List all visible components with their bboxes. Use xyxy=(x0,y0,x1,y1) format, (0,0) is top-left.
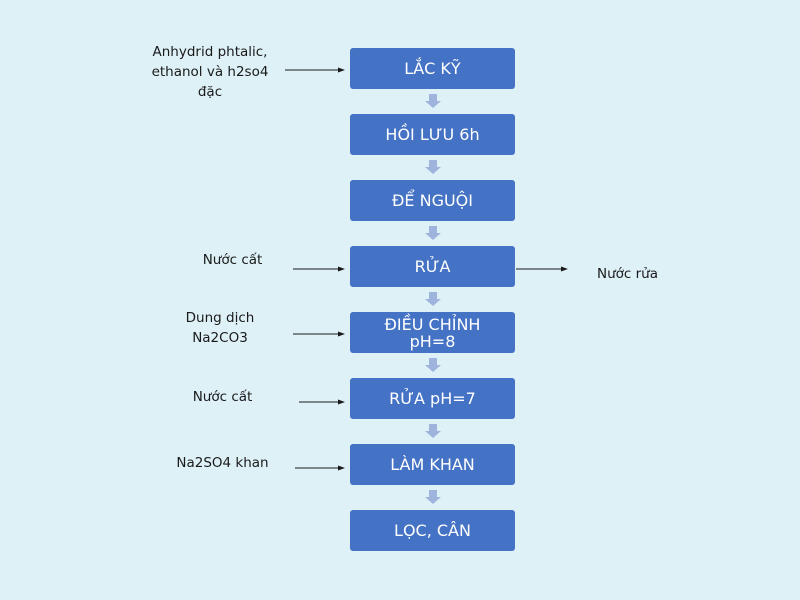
down-arrow-icon xyxy=(425,292,441,306)
step-box-rua: RỬA xyxy=(350,246,515,287)
input-label-nuoc-cat: Nước cất xyxy=(202,252,263,268)
step-label: LỌC, CÂN xyxy=(394,521,471,540)
down-arrow-icon xyxy=(425,424,441,438)
down-arrow-icon xyxy=(425,94,441,108)
down-arrow-icon xyxy=(425,490,441,504)
step-box-dieu-chinh: ĐIỀU CHỈNH pH=8 xyxy=(350,312,515,353)
down-arrow-icon xyxy=(425,226,441,240)
input-label-na2co3: Dung dịch Na2CO3 xyxy=(185,310,255,346)
input-arrow-icon xyxy=(299,398,345,406)
step-label: ĐỂ NGUỘI xyxy=(392,191,473,210)
input-label-nuoc-cat-2: Nước cất xyxy=(192,389,253,405)
output-arrow-icon xyxy=(516,265,568,273)
step-box-de-nguoi: ĐỂ NGUỘI xyxy=(350,180,515,221)
output-label-nuoc-rua: Nước rửa xyxy=(596,266,658,282)
step-box-hoi-luu: HỒI LƯU 6h xyxy=(350,114,515,155)
step-box-lam-khan: LÀM KHAN xyxy=(350,444,515,485)
input-arrow-icon xyxy=(285,66,345,74)
input-arrow-icon xyxy=(295,464,345,472)
step-label: RỬA xyxy=(414,257,451,276)
input-arrow-icon xyxy=(293,330,345,338)
down-arrow-icon xyxy=(425,160,441,174)
step-label: ĐIỀU CHỈNH pH=8 xyxy=(384,314,481,351)
step-label: LÀM KHAN xyxy=(390,455,475,474)
input-label-reagents: Anhydrid phtalic, ethanol và h2so4 đặc xyxy=(151,44,269,100)
input-label-na2so4: Na2SO4 khan xyxy=(176,455,269,471)
down-arrow-icon xyxy=(425,358,441,372)
input-arrow-icon xyxy=(293,265,345,273)
step-label: HỒI LƯU 6h xyxy=(385,125,480,144)
step-label: RỬA pH=7 xyxy=(389,389,476,408)
step-box-loc-can: LỌC, CÂN xyxy=(350,510,515,551)
step-label: LẮC KỸ xyxy=(404,59,461,78)
step-box-rua-ph7: RỬA pH=7 xyxy=(350,378,515,419)
step-box-lac-ky: LẮC KỸ xyxy=(350,48,515,89)
